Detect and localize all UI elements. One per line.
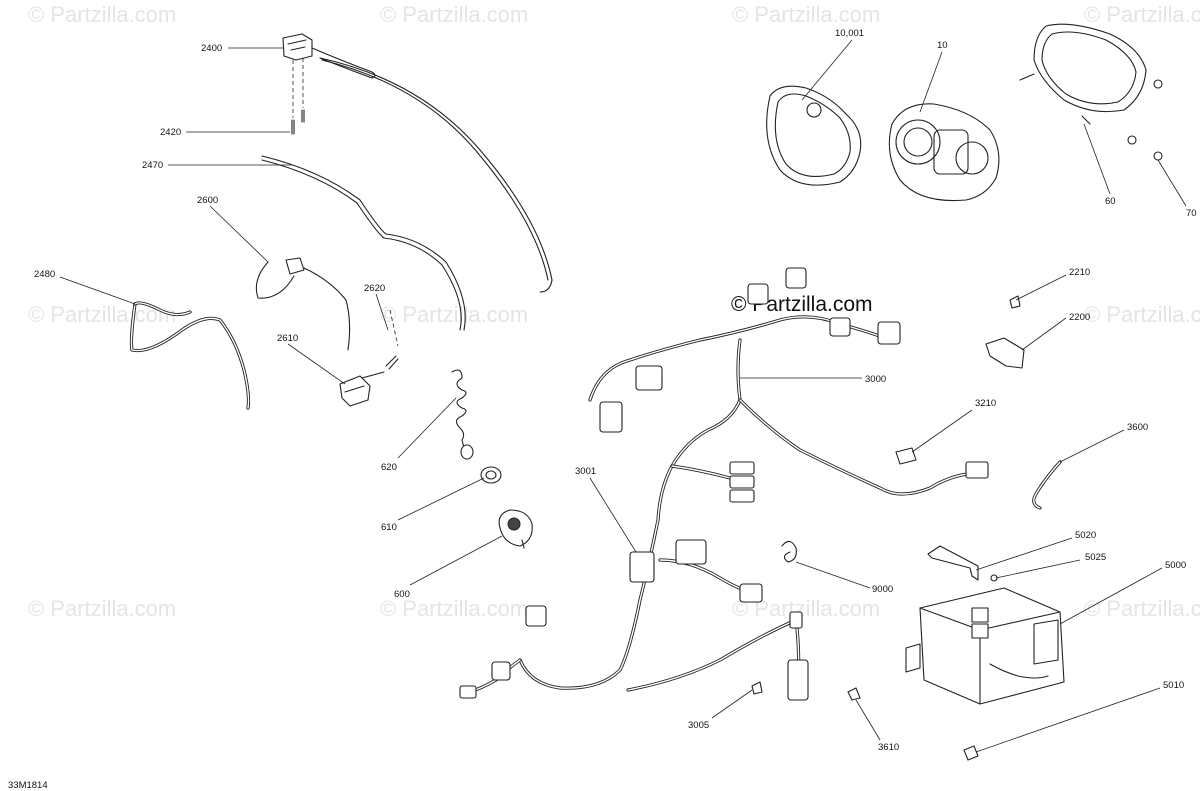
label-3005: 3005 (688, 720, 709, 731)
label-2400: 2400 (201, 43, 222, 54)
label-2210: 2210 (1069, 267, 1090, 278)
label-3000: 3000 (865, 374, 886, 385)
label-600: 600 (394, 589, 410, 600)
part-2610-connector (339, 371, 385, 407)
part-3210-relay (895, 447, 917, 465)
part-2600-sensor (255, 257, 351, 351)
watermark: © Partzilla.com (28, 2, 176, 27)
label-2620: 2620 (364, 283, 385, 294)
label-2600: 2600 (197, 195, 218, 206)
label-5025: 5025 (1085, 552, 1106, 563)
diagram-code: 33M1814 (8, 780, 48, 791)
part-10-gauge (888, 103, 1000, 202)
watermark: © Partzilla.com (1084, 596, 1200, 621)
label-5000: 5000 (1165, 560, 1186, 571)
part-2620-pin (385, 355, 399, 370)
part-3610-screw (847, 687, 861, 701)
label-3001: 3001 (575, 466, 596, 477)
label-10001: 10,001 (835, 28, 864, 39)
part-2210-screw (1009, 295, 1021, 309)
label-10: 10 (937, 40, 948, 51)
label-620: 620 (381, 462, 397, 473)
part-2420-screws (291, 109, 305, 135)
label-3610: 3610 (878, 742, 899, 753)
label-3210: 3210 (975, 398, 996, 409)
label-9000: 9000 (872, 584, 893, 595)
label-610: 610 (381, 522, 397, 533)
label-2610: 2610 (277, 333, 298, 344)
part-2400-switch (282, 33, 553, 293)
watermark: © Partzilla.com (380, 302, 528, 327)
label-2200: 2200 (1069, 312, 1090, 323)
label-3600: 3600 (1127, 422, 1148, 433)
watermark: © Partzilla.com (1084, 2, 1200, 27)
label-70: 70 (1186, 208, 1197, 219)
label-2480: 2480 (34, 269, 55, 280)
part-3600-strap (1032, 460, 1062, 510)
watermark-grid: © Partzilla.com © Partzilla.com © Partzi… (28, 2, 1200, 621)
part-5010-clip (963, 745, 979, 761)
label-5010: 5010 (1163, 680, 1184, 691)
part-5020-bracket (927, 545, 979, 581)
watermark: © Partzilla.com (380, 2, 528, 27)
watermark: © Partzilla.com (380, 596, 528, 621)
part-610-grommet (480, 466, 502, 484)
watermark: © Partzilla.com (1084, 302, 1200, 327)
part-620-coil (451, 369, 474, 460)
part-2200-sensor (985, 337, 1025, 369)
part-600-button (498, 509, 533, 549)
label-2470: 2470 (142, 160, 163, 171)
label-5020: 5020 (1075, 530, 1096, 541)
part-5000-ecu (905, 587, 1065, 705)
part-60-frame (1019, 23, 1147, 125)
leader-lines (59, 39, 1187, 753)
part-70-nuts (1127, 79, 1163, 161)
part-2470-tube (261, 155, 466, 331)
label-2420: 2420 (160, 127, 181, 138)
part-10001-bezel (766, 85, 862, 186)
callout-labels: 2400 2420 2470 2600 2480 2620 2610 620 6… (8, 28, 1197, 791)
watermark: © Partzilla.com (28, 596, 176, 621)
label-60: 60 (1105, 196, 1116, 207)
watermark: © Partzilla.com (732, 2, 880, 27)
part-9000-clip (781, 540, 797, 563)
part-3005-screw (751, 681, 763, 695)
part-3000-harness (459, 267, 989, 701)
